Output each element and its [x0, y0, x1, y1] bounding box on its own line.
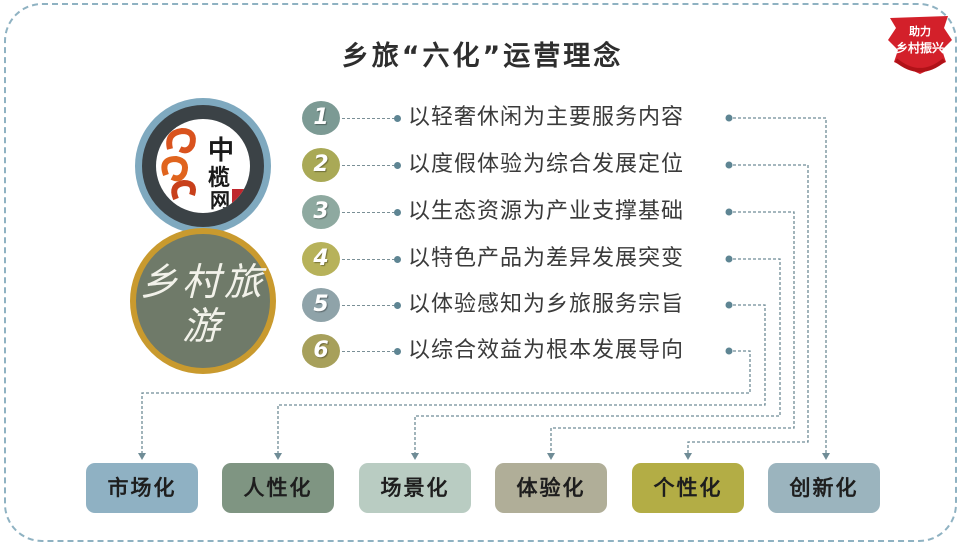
item-label: 以特色产品为差异发展突变: [408, 246, 685, 271]
svg-text:助力: 助力: [909, 24, 931, 38]
connector-dot: [394, 256, 401, 263]
revitalization-stamp: 助力 乡村振兴: [884, 10, 956, 80]
connector-line: [342, 259, 395, 260]
dashed-frame: [4, 3, 957, 542]
rural-tourism-badge: 乡村旅游: [130, 228, 276, 374]
connector-line: [342, 165, 395, 166]
svg-text:中: 中: [208, 136, 234, 166]
connector-line: [342, 212, 395, 213]
connector-dot: [394, 162, 401, 169]
connector-dot: [394, 209, 401, 216]
experience-button[interactable]: 体验化: [495, 463, 607, 513]
item-number-badge: 4: [302, 242, 340, 276]
market-button[interactable]: 市场化: [86, 463, 198, 513]
connector-dot: [394, 348, 401, 355]
humanized-button[interactable]: 人性化: [222, 463, 334, 513]
rural-tourism-text: 乡村旅游: [139, 260, 266, 348]
scenario-button[interactable]: 场景化: [359, 463, 471, 513]
brand-logo-emblem: 中 榄 网: [156, 119, 250, 213]
personalized-button[interactable]: 个性化: [632, 463, 744, 513]
connector-line: [342, 305, 395, 306]
page-title: 乡旅“六化”运营理念: [341, 41, 624, 72]
connector-line: [342, 351, 395, 352]
item-number-badge: 1: [302, 101, 340, 135]
svg-text:榄: 榄: [208, 165, 230, 191]
connector-line: [342, 118, 395, 119]
connector-dot: [394, 115, 401, 122]
innovation-button[interactable]: 创新化: [768, 463, 880, 513]
item-label: 以轻奢休闲为主要服务内容: [408, 105, 685, 130]
item-number-badge: 3: [302, 195, 340, 229]
item-label: 以体验感知为乡旅服务宗旨: [408, 292, 685, 317]
connector-dot: [394, 302, 401, 309]
item-number-badge: 2: [302, 148, 340, 182]
item-number-badge: 6: [302, 334, 340, 368]
item-label: 以综合效益为根本发展导向: [408, 338, 685, 363]
svg-text:网: 网: [210, 188, 230, 212]
brand-logo: 中 榄 网: [135, 98, 271, 234]
item-label: 以度假体验为综合发展定位: [408, 152, 685, 177]
svg-text:乡村振兴: 乡村振兴: [896, 40, 944, 55]
item-number-badge: 5: [302, 288, 340, 322]
item-label: 以生态资源为产业支撑基础: [408, 199, 685, 224]
